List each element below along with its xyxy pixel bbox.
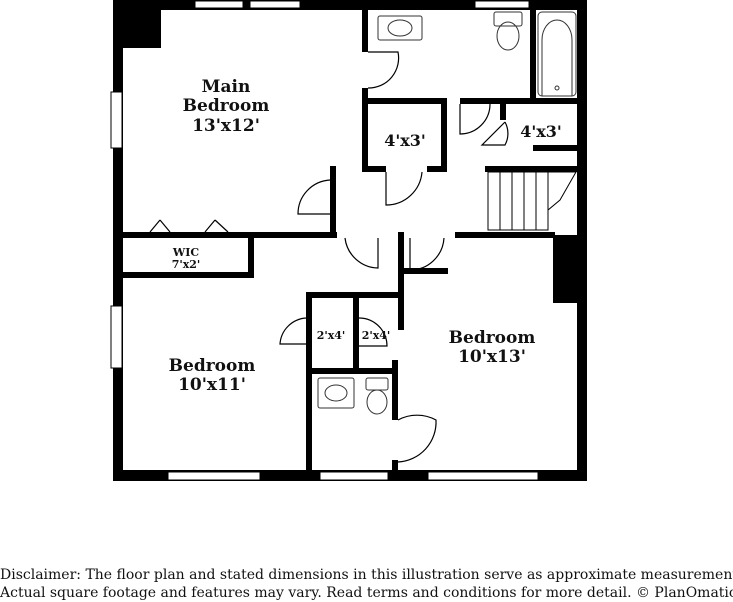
toilet-icon	[496, 21, 520, 51]
bedroom-left-dims: 10'x11'	[178, 375, 246, 395]
wall	[306, 292, 312, 470]
wall	[485, 166, 577, 172]
vanity	[317, 377, 355, 409]
wall-right	[577, 0, 587, 480]
toilet-tank	[493, 11, 523, 27]
wall	[398, 232, 404, 280]
wall	[330, 166, 336, 234]
window	[474, 0, 530, 9]
wall	[310, 368, 398, 374]
door	[367, 51, 400, 89]
wall	[392, 460, 398, 472]
fixtures	[317, 11, 577, 415]
window	[194, 0, 244, 9]
vanity	[377, 15, 423, 41]
door	[385, 171, 423, 206]
wall-left	[113, 0, 123, 480]
room-labels: Main Bedroom 13'x12' 4'x3' 4'x3' WIC 7'x…	[169, 77, 562, 395]
interior-walls	[123, 10, 580, 472]
wall	[533, 145, 580, 151]
wall	[455, 232, 555, 238]
bedroom-left-name: Bedroom	[169, 356, 256, 376]
door	[279, 317, 307, 345]
door	[297, 179, 331, 215]
stair-landing	[547, 171, 577, 212]
bedroom-right-name: Bedroom	[449, 328, 536, 348]
exterior-walls	[113, 0, 587, 481]
bathtub-inner	[541, 19, 573, 96]
disclaimer-line-2: Actual square footage and features may v…	[0, 585, 733, 601]
window	[249, 0, 301, 9]
wall	[123, 272, 254, 278]
wall	[398, 274, 404, 330]
wall	[392, 360, 398, 420]
bedroom-right-dims: 10'x13'	[458, 347, 526, 367]
wall	[530, 10, 536, 100]
window	[167, 471, 261, 481]
wall	[362, 10, 368, 52]
main-bedroom-name-1: Main	[202, 77, 251, 97]
sink-icon	[324, 384, 348, 402]
wall	[362, 98, 446, 104]
wall	[500, 98, 580, 104]
window	[110, 305, 123, 369]
window	[319, 471, 389, 481]
wall-pillar	[553, 235, 579, 303]
doors	[149, 51, 509, 463]
wall	[353, 292, 359, 368]
wall	[362, 88, 368, 172]
windows	[110, 0, 539, 481]
door	[397, 414, 437, 463]
main-bedroom-dims: 13'x12'	[192, 116, 260, 136]
wic-name: WIC	[172, 246, 199, 259]
bathtub	[537, 11, 577, 97]
door	[480, 121, 509, 146]
door	[358, 317, 388, 347]
door	[409, 237, 445, 271]
closet-right-dims: 4'x3'	[520, 122, 562, 141]
sink-icon	[387, 19, 413, 37]
disclaimer-line-1: Disclaimer: The floor plan and stated di…	[0, 567, 733, 583]
wall	[460, 98, 500, 104]
closet-b-dims: 2'x4'	[362, 329, 391, 342]
wall	[362, 166, 386, 172]
stair-frame	[487, 171, 549, 231]
wall	[427, 166, 447, 172]
wic-dims: 7'x2'	[172, 258, 201, 271]
drain-icon	[554, 85, 560, 91]
window	[110, 91, 123, 149]
wall	[441, 98, 447, 172]
stairs	[487, 171, 577, 231]
wall	[123, 232, 337, 238]
floor-plan: Main Bedroom 13'x12' 4'x3' 4'x3' WIC 7'x…	[110, 0, 587, 481]
wall-top	[113, 0, 587, 10]
bifold-door	[149, 219, 229, 233]
closet-a-dims: 2'x4'	[317, 329, 346, 342]
door	[344, 237, 379, 269]
toilet-icon	[366, 389, 388, 415]
closet-left-dims: 4'x3'	[384, 131, 426, 150]
door	[459, 103, 491, 135]
wall	[248, 232, 254, 276]
chimney-block	[113, 0, 161, 48]
window	[427, 471, 539, 481]
main-bedroom-name-2: Bedroom	[183, 96, 270, 116]
wall	[398, 268, 448, 274]
wall	[500, 98, 506, 120]
toilet-tank	[365, 377, 389, 391]
